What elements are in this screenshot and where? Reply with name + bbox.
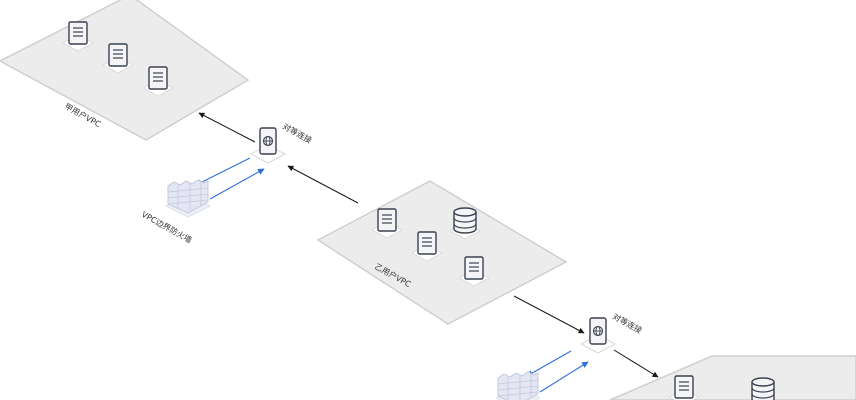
database-icon — [747, 377, 779, 400]
peering-2-label: 对等连接 — [611, 311, 644, 335]
vpc-zone-b — [316, 180, 568, 325]
peering-gateway-icon — [580, 317, 616, 354]
peering-gateway-icon — [250, 127, 286, 164]
vpc-zone-c — [609, 355, 856, 400]
connector-gateway-1-to-a — [198, 112, 256, 143]
firewall-flow-in-2 — [539, 361, 589, 393]
firewall-flow-in-1 — [209, 168, 265, 200]
connector-b-to-gateway-1 — [287, 165, 359, 204]
firewall-flow-out-2 — [526, 350, 572, 377]
connector-gateway-2-to-c — [613, 349, 659, 378]
firewall-icon — [495, 371, 541, 400]
firewall-flow-out-1 — [195, 157, 251, 186]
connector-b-to-gateway-2 — [513, 295, 585, 334]
peering-1-label: 对等连接 — [281, 121, 314, 145]
firewall-icon — [165, 179, 211, 218]
